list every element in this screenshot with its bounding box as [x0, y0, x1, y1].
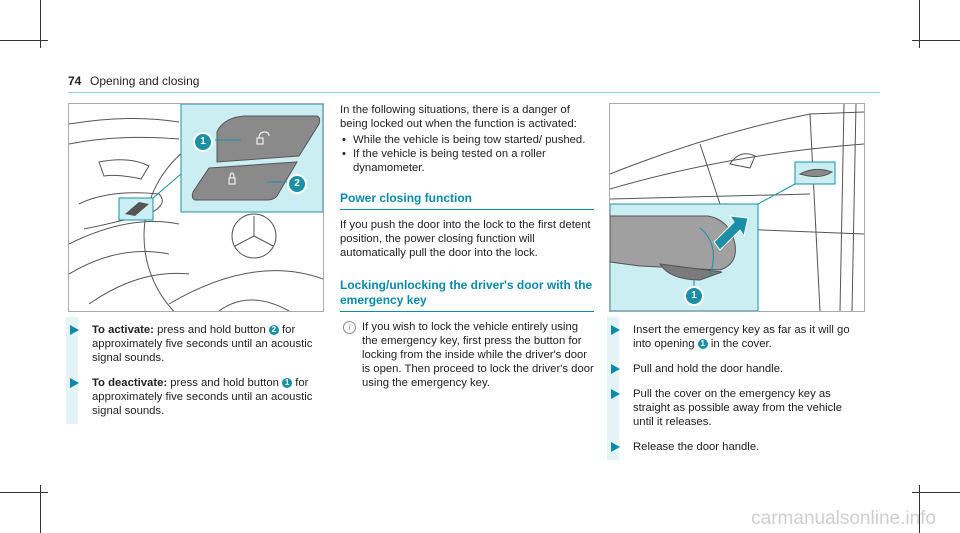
- step-arrow-icon: [611, 325, 620, 335]
- callout-2: 2: [287, 174, 307, 194]
- crop-mark: [40, 0, 41, 48]
- info-icon: i: [343, 321, 356, 334]
- door-handle-illustration: 1: [609, 103, 865, 312]
- crop-mark: [0, 492, 48, 493]
- step-label: To activate:: [92, 324, 154, 336]
- opening-1-badge: 1: [697, 339, 708, 349]
- step-text: Pull and hold the door handle.: [633, 363, 784, 375]
- step-activate: To activate: press and hold button 2 for…: [66, 317, 322, 371]
- step-text: Insert the emergency key as far as it wi…: [633, 324, 850, 350]
- step-text: for approximately five seconds until an …: [92, 324, 313, 364]
- step-pull-handle: Pull and hold the door handle.: [607, 356, 863, 382]
- step-pull-cover: Pull the cover on the emergency key as s…: [607, 381, 863, 435]
- step-text: Release the door handle.: [633, 441, 760, 453]
- header-rule: [68, 92, 880, 93]
- step-text: press and hold button: [153, 324, 269, 336]
- step-insert-key: Insert the emergency key as far as it wi…: [607, 317, 863, 357]
- step-text: for approximately five seconds until an …: [92, 377, 313, 417]
- column-1: To activate: press and hold button 2 for…: [66, 317, 322, 429]
- step-bar: [607, 317, 619, 357]
- intro-text: In the following situations, there is a …: [340, 104, 577, 130]
- step-arrow-icon: [611, 442, 620, 452]
- door-lock-buttons-illustration: 1 2: [68, 103, 324, 312]
- section-title-power-closing: Power closing function: [340, 191, 594, 210]
- crop-mark: [919, 485, 920, 533]
- section-body-power-closing: If you push the door into the lock to th…: [340, 219, 591, 259]
- step-deactivate: To deactivate: press and hold button 1 f…: [66, 370, 322, 424]
- door-handle-drawing: [610, 104, 864, 311]
- step-text: press and hold button: [167, 377, 283, 389]
- bullet-item: If the vehicle is being tested on a roll…: [340, 147, 594, 175]
- step-text: Pull the cover on the emergency key as s…: [633, 388, 843, 428]
- callout-1: 1: [193, 132, 213, 152]
- watermark: carmanualsonline.info: [751, 508, 936, 529]
- info-note: i If you wish to lock the vehicle entire…: [340, 320, 594, 390]
- step-arrow-icon: [611, 389, 620, 399]
- crop-mark: [912, 492, 960, 493]
- door-interior-drawing: [69, 104, 323, 311]
- bullet-item: While the vehicle is being tow started/ …: [340, 133, 594, 147]
- crop-mark: [912, 40, 960, 41]
- page-number: 74: [68, 74, 82, 88]
- button-1-badge: 1: [282, 378, 293, 388]
- note-text: If you wish to lock the vehicle entirely…: [362, 321, 594, 389]
- step-release-handle: Release the door handle.: [607, 434, 863, 460]
- callout-1: 1: [684, 286, 704, 306]
- step-arrow-icon: [70, 378, 79, 388]
- crop-mark: [0, 40, 48, 41]
- step-text: in the cover.: [707, 338, 772, 350]
- column-2: In the following situations, there is a …: [340, 103, 594, 390]
- step-arrow-icon: [70, 325, 79, 335]
- button-2-badge: 2: [268, 325, 279, 335]
- step-arrow-icon: [611, 364, 620, 374]
- section-title-emergency-key: Locking/unlocking the driver's door with…: [340, 278, 594, 312]
- step-label: To deactivate:: [92, 377, 168, 389]
- page-title: Opening and closing: [90, 74, 200, 88]
- crop-mark: [919, 0, 920, 48]
- crop-mark: [40, 485, 41, 533]
- column-3: Insert the emergency key as far as it wi…: [607, 317, 863, 465]
